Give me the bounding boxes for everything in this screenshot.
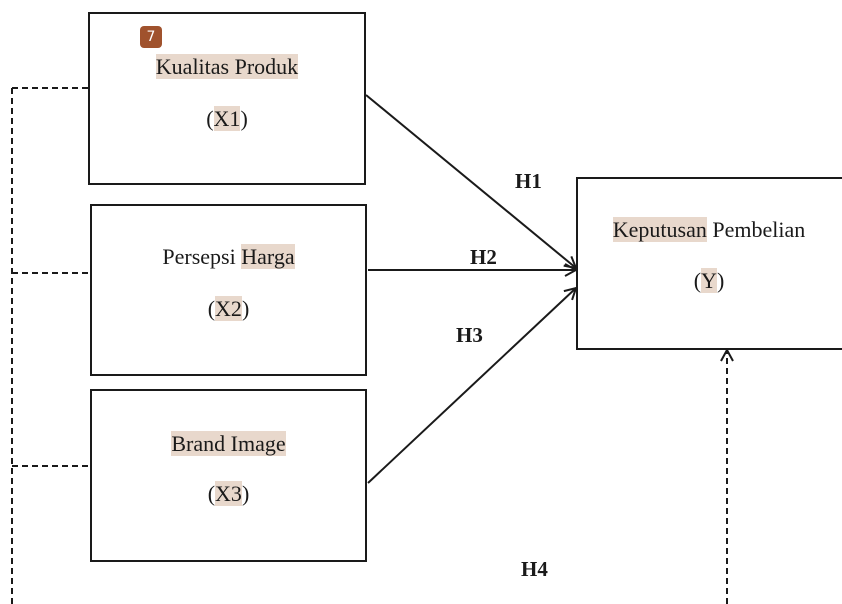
var-y: Y bbox=[701, 268, 717, 293]
box-keputusan-pembelian: Keputusan Pembelian (Y) bbox=[576, 177, 842, 350]
paren-open: ( bbox=[206, 106, 214, 131]
box-x1-title: Kualitas Produk bbox=[90, 54, 364, 80]
box-persepsi-harga: Persepsi Harga (X2) bbox=[90, 204, 367, 376]
box-x3-title: Brand Image bbox=[92, 431, 365, 457]
box-y-title-plain: Pembelian bbox=[706, 217, 806, 242]
box-y-title: Keputusan Pembelian bbox=[578, 217, 840, 243]
annotation-badge: 7 bbox=[140, 26, 162, 48]
box-x3-variable: (X3) bbox=[92, 481, 365, 507]
box-kualitas-produk: Kualitas Produk (X1) bbox=[88, 12, 366, 185]
arrow-h1 bbox=[365, 94, 576, 268]
var-x2: X2 bbox=[215, 296, 242, 321]
paren-close: ) bbox=[241, 296, 250, 321]
paren-close: ) bbox=[241, 481, 250, 506]
hypothesis-h1-label: H1 bbox=[515, 169, 542, 193]
arrow-h3 bbox=[367, 288, 576, 484]
var-x1: X1 bbox=[213, 106, 241, 131]
box-x2-title-highlight: Harga bbox=[241, 244, 295, 269]
box-x3-title-text: Brand Image bbox=[171, 431, 286, 456]
box-x2-title-plain: Persepsi bbox=[162, 244, 242, 269]
paren-open: ( bbox=[207, 296, 216, 321]
box-y-variable: (Y) bbox=[578, 268, 840, 294]
box-x2-title: Persepsi Harga bbox=[92, 244, 365, 270]
box-y-title-highlight: Keputusan bbox=[612, 217, 707, 242]
paren-close: ) bbox=[716, 268, 725, 293]
paren-open: ( bbox=[693, 268, 702, 293]
paren-open: ( bbox=[207, 481, 216, 506]
box-brand-image: Brand Image (X3) bbox=[90, 389, 367, 562]
hypothesis-h4-label: H4 bbox=[521, 557, 548, 581]
hypothesis-h2-label: H2 bbox=[470, 245, 497, 269]
box-x2-variable: (X2) bbox=[92, 296, 365, 322]
hypothesis-h3-label: H3 bbox=[456, 323, 483, 347]
box-x1-title-text: Kualitas Produk bbox=[155, 54, 299, 79]
paren-close: ) bbox=[240, 106, 248, 131]
var-x3: X3 bbox=[215, 481, 242, 506]
box-x1-variable: (X1) bbox=[90, 106, 364, 132]
